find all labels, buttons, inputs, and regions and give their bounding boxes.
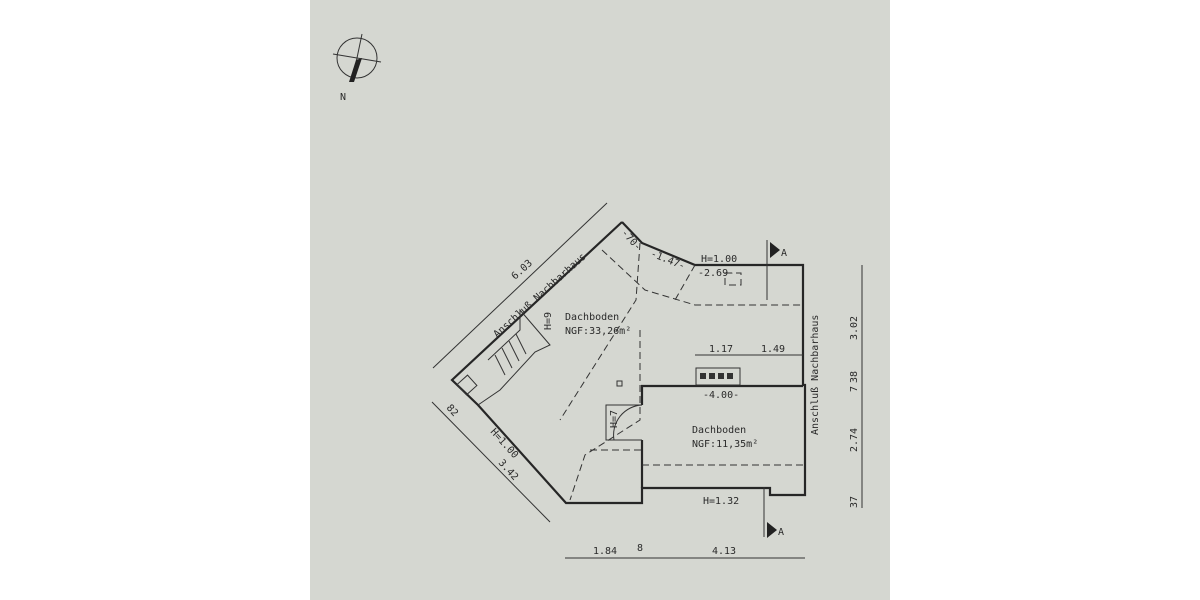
dimension-label: 3.02 [849,316,860,340]
dimension-label: 1.84 [593,546,617,557]
dimension-lines [431,202,863,559]
dimension-label: 8 [637,543,643,554]
north-arrow-icon: N [332,33,382,103]
room-name: Dachboden [692,425,746,436]
dimension-label: 1.49 [761,344,785,355]
height-label: H=1.00 [701,254,737,265]
dimension-label: 6.03 [510,258,535,282]
chimney [695,367,741,386]
dimension-label: 37 [849,496,860,508]
level-label: -2.69- [698,268,734,279]
room-area: NGF:11,35m² [692,439,758,450]
room-area: NGF:33,26m² [565,326,631,337]
outer-wall [450,221,807,505]
wall-label-right: Anschluß Nachbarhaus [810,315,821,435]
dimension-label: 4.13 [712,546,736,557]
level-label: -1.47- [649,249,687,273]
height-label: H=7 [609,410,620,428]
section-marker-bottom: A [763,487,784,538]
dimension-label: 38 [849,371,860,383]
drawing-sheet [310,0,890,600]
dimension-label: 2.74 [849,428,860,452]
room-name: Dachboden [565,312,619,323]
level-label: -4.00- [703,390,739,401]
staircase [456,308,551,406]
section-marker-top: A [766,240,787,300]
dimension-label: 1.17 [709,344,733,355]
door [605,404,643,441]
height-label: H=9 [543,312,554,330]
height-label: H=1.32 [703,496,739,507]
north-label: N [340,92,346,103]
svg-text:A: A [778,527,784,538]
inner-wall [640,384,803,405]
dimension-label: 7 [849,386,860,392]
height-label: H=1.00 [488,427,520,461]
svg-text:A: A [781,248,787,259]
